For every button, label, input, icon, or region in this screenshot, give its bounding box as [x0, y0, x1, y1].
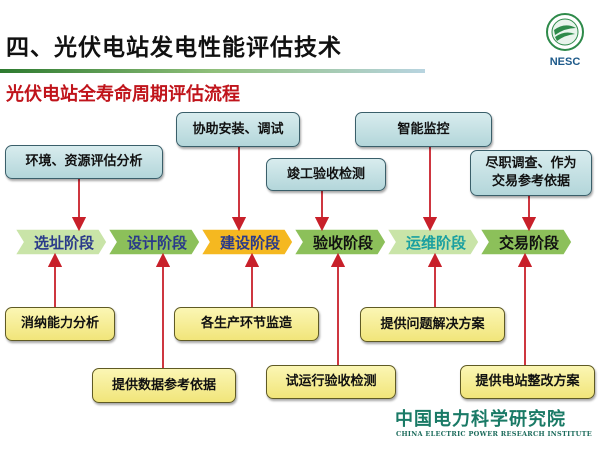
- footer-org-english: CHINA ELECTRIC POWER RESEARCH INSTITUTE: [396, 430, 593, 438]
- nesc-logo: NESC: [540, 12, 590, 68]
- stage-chevron-construction: [199, 228, 294, 256]
- footer-org-chinese: 中国电力科学研究院: [395, 409, 566, 430]
- stage-label-design: 设计阶段: [126, 233, 187, 252]
- stage-chevron-operation: [385, 228, 480, 256]
- stage-chevron-acceptance: [292, 228, 387, 256]
- bottom-box-trial-run-inspection: 试运行验收检测: [266, 365, 396, 399]
- bottom-box-rectification-plan: 提供电站整改方案: [460, 365, 595, 399]
- bottom-box-production-supervision: 各生产环节监造: [174, 307, 319, 341]
- bottom-box-absorption-analysis: 消纳能力分析: [5, 307, 115, 341]
- bottom-box-problem-solutions: 提供问题解决方案: [360, 307, 505, 342]
- stage-chevron-trading: [478, 228, 573, 256]
- bottom-box-data-reference: 提供数据参考依据: [92, 368, 236, 403]
- top-box-smart-monitoring: 智能监控: [355, 112, 492, 147]
- stage-label-trading: 交易阶段: [498, 233, 559, 252]
- stage-label-acceptance: 验收阶段: [312, 233, 373, 252]
- top-box-environment-assessment: 环境、资源评估分析: [5, 145, 163, 179]
- stage-chevron-design: [106, 228, 201, 256]
- stage-label-operation: 运维阶段: [405, 233, 466, 252]
- top-box-installation-support: 协助安装、调试: [176, 112, 300, 147]
- slide-title: 四、光伏电站发电性能评估技术: [6, 35, 342, 61]
- stage-chevron-site-selection: [13, 228, 108, 256]
- top-box-completion-inspection: 竣工验收检测: [266, 158, 386, 191]
- title-divider: [0, 69, 425, 73]
- top-box-due-diligence: 尽职调查、作为 交易参考依据: [470, 150, 592, 196]
- stage-label-construction: 建设阶段: [219, 233, 280, 252]
- slide-subtitle: 光伏电站全寿命周期评估流程: [6, 84, 240, 105]
- stage-label-site-selection: 选址阶段: [33, 233, 94, 252]
- logo-text: NESC: [549, 56, 581, 68]
- nesc-emblem-icon: [546, 13, 584, 51]
